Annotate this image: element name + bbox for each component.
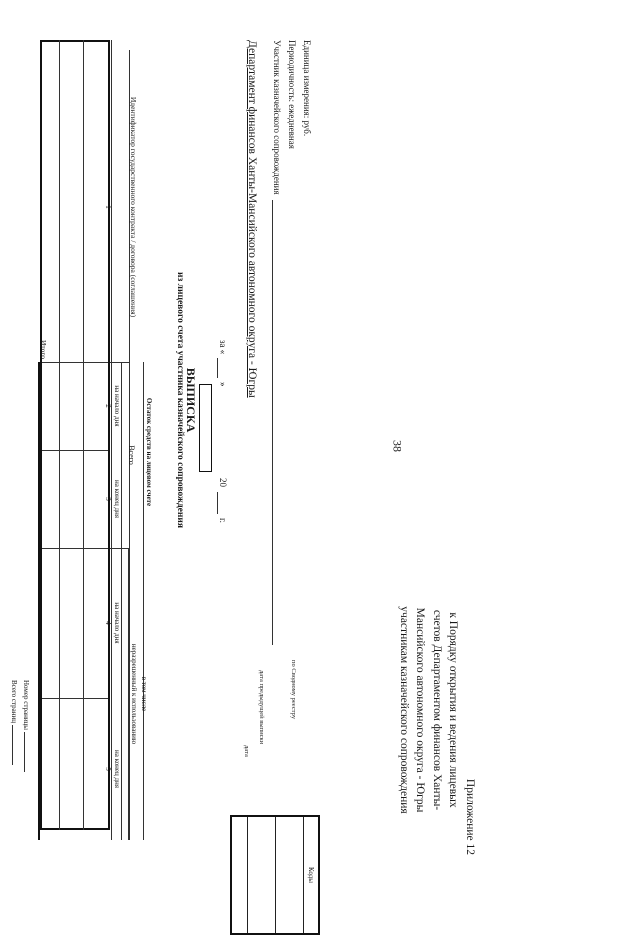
page-number-blank[interactable] <box>24 731 25 772</box>
codes-box: Коды <box>230 815 320 935</box>
row-line-2 <box>59 40 60 830</box>
prev-date-label: дата предыдущей выписки <box>258 670 265 745</box>
statement-form: Приложение 12 к Порядку открытия и веден… <box>0 40 480 935</box>
appendix-line-4: Мансийского автономного округа - Югры <box>414 607 427 813</box>
document-title: ВЫПИСКА <box>184 367 198 433</box>
codes-prev-date-cell[interactable] <box>247 817 276 933</box>
periodicity-label: Периодичность: ежедневная <box>287 40 297 149</box>
participant-blank[interactable] <box>272 200 273 645</box>
total-row-line <box>38 362 40 840</box>
appendix-header: Приложение 12 к Порядку открытия и веден… <box>396 560 479 860</box>
codes-date-cell[interactable] <box>275 817 304 933</box>
unit-label: Единица измерения: руб. <box>302 40 312 137</box>
date-year: 20 <box>218 478 228 487</box>
balance-header: Остаток средств на лицевом счете <box>145 397 153 507</box>
total-end-label: на конец дня <box>113 479 121 519</box>
total-row-label: Итого <box>39 340 48 359</box>
date-suffix: г. <box>218 518 228 523</box>
organization-name: Департамент финансов Ханты-Мансийского а… <box>246 40 258 398</box>
id-column-header: Идентификатор государственного контракта… <box>129 96 138 318</box>
codes-header: Коды <box>307 867 315 883</box>
appendix-line-3: счетов Департаментом финансов Ханты- <box>431 609 443 811</box>
year-blank[interactable] <box>217 492 218 514</box>
date-mid: » <box>218 382 228 387</box>
date-prefix: за « <box>218 340 228 355</box>
document-subtitle: из лицевого счета участника казначейског… <box>175 272 185 528</box>
date-label: дата <box>243 745 250 757</box>
codes-registry-cell[interactable] <box>231 817 248 933</box>
page-number-footer: Номер страницы <box>22 680 30 772</box>
appendix-line-2: к Порядку открытия и ведения лицевых <box>447 612 460 808</box>
unauthorized-header: неразрешенный к использованию <box>130 643 138 745</box>
unauth-end-label: на конец дня <box>113 749 121 789</box>
total-start-label: на начало дня <box>113 385 121 427</box>
registry-label: по Сводному реестру <box>290 660 297 720</box>
appendix-line-5: участникам казначейского сопровождения <box>398 606 410 814</box>
data-rows-area[interactable] <box>40 40 110 830</box>
month-input-box[interactable] <box>199 384 212 472</box>
total-pages-label: Всего страниц <box>10 680 18 724</box>
total-pages-blank[interactable] <box>12 724 13 765</box>
total-pages-footer: Всего страниц <box>10 680 18 765</box>
row-line-1 <box>83 40 84 830</box>
day-blank[interactable] <box>217 358 218 378</box>
inclusive-header: в том числе <box>140 676 148 712</box>
total-header: Всего <box>127 445 136 465</box>
appendix-line-1: Приложение 12 <box>464 778 476 855</box>
participant-label: Участник казначейского сопровождения <box>272 40 282 195</box>
unauth-start-label: на начало дня <box>113 602 121 644</box>
page-number-label: Номер страницы <box>22 680 30 731</box>
